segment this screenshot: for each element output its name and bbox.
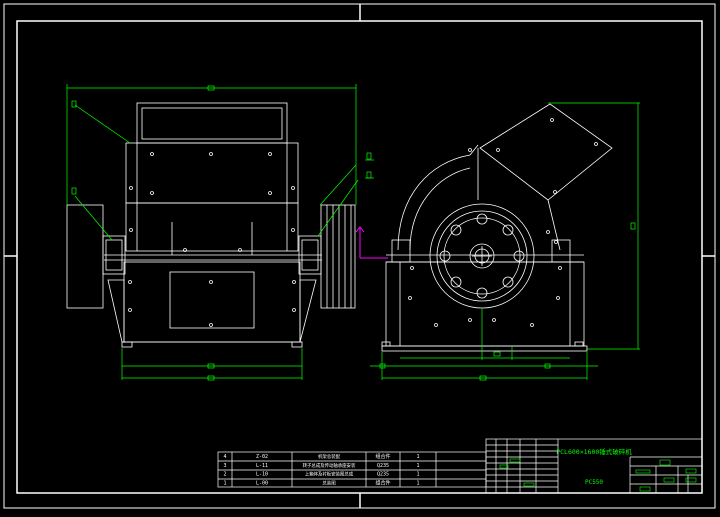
parts-list-name: 转子总成及传动轴承座安装: [303, 462, 356, 469]
sheet-border: [3, 3, 716, 509]
parts-list-qty: 1: [416, 454, 419, 460]
parts-list-qty: 1: [416, 472, 419, 478]
parts-list-material: 组合件: [375, 453, 390, 460]
title-block: [485, 438, 703, 494]
parts-list-qty: 1: [416, 480, 419, 486]
drawing-title: PCL600×1600锤式破碎机: [556, 447, 632, 456]
parts-list-material: Q235: [377, 463, 389, 469]
parts-list-name: 上箱体及衬板安装图总成: [305, 471, 354, 478]
dimension-lines: [66, 84, 640, 381]
parts-list-idx: 3: [223, 463, 226, 469]
parts-list-code: L-10: [256, 472, 268, 478]
parts-list-code: Z-02: [256, 454, 268, 460]
center-marker: [355, 226, 388, 259]
parts-list-name: 机架总装配: [318, 453, 341, 460]
drawing-code: PC550: [585, 479, 603, 486]
parts-list-qty: 1: [416, 463, 419, 469]
parts-list-material: Q235: [377, 472, 389, 478]
front-view: [66, 102, 356, 348]
parts-list-material: 组合件: [375, 479, 390, 486]
side-view: [381, 103, 613, 352]
parts-list-code: L-00: [256, 480, 268, 486]
parts-list-code: L-11: [256, 463, 268, 469]
parts-list-name: 总装图: [322, 479, 336, 486]
parts-list-idx: 2: [223, 472, 226, 478]
parts-list-idx: 4: [223, 454, 226, 460]
parts-list-idx: 1: [223, 480, 226, 486]
title-block-marks: [499, 458, 697, 492]
